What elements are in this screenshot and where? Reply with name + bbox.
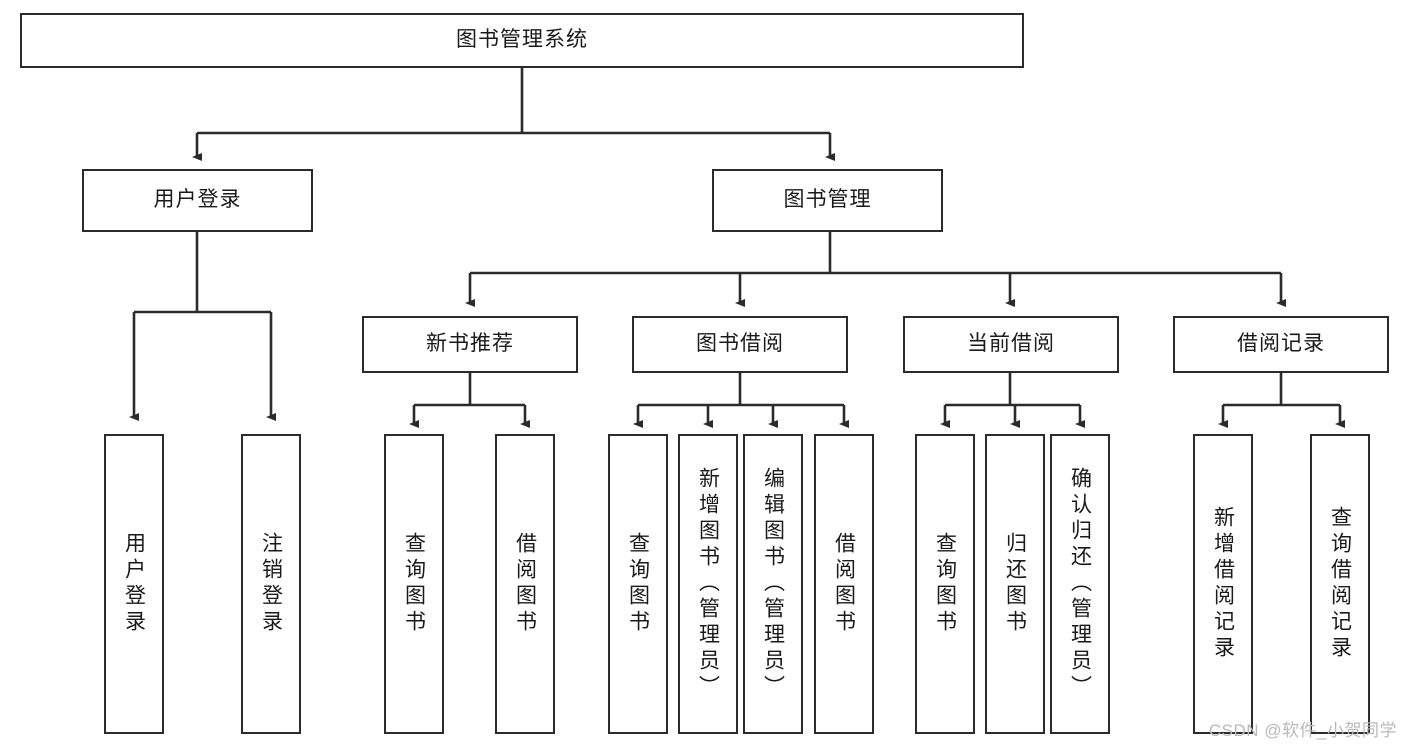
node-label: 注销登录 — [259, 532, 283, 636]
leaf-records-add-record[interactable]: 新增借阅记录 — [1193, 434, 1253, 734]
node-new-book-recommend[interactable]: 新书推荐 — [362, 316, 578, 373]
leaf-user-login-logout[interactable]: 注销登录 — [241, 434, 301, 734]
watermark: CSDN @软件_小贺同学 — [1208, 721, 1397, 740]
node-root-system[interactable]: 图书管理系统 — [20, 13, 1024, 68]
node-borrow-records[interactable]: 借阅记录 — [1173, 316, 1389, 373]
node-label: 图书管理 — [783, 188, 872, 212]
leaf-recommend-query-book[interactable]: 查询图书 — [384, 434, 444, 734]
leaf-current-confirm-return[interactable]: 确认归还（管理员） — [1050, 434, 1110, 734]
node-label: 确认归还（管理员） — [1068, 467, 1092, 701]
leaf-records-query-record[interactable]: 查询借阅记录 — [1310, 434, 1370, 734]
node-label: 借阅图书 — [513, 532, 537, 636]
node-book-borrow[interactable]: 图书借阅 — [632, 316, 848, 373]
node-label: 用户登录 — [122, 532, 146, 636]
node-label: 借阅记录 — [1237, 332, 1325, 356]
leaf-borrow-edit-book[interactable]: 编辑图书（管理员） — [743, 434, 803, 734]
node-label: 编辑图书（管理员） — [761, 467, 785, 701]
node-label: 查询图书 — [402, 532, 426, 636]
node-label: 查询借阅记录 — [1328, 506, 1352, 662]
node-label: 借阅图书 — [832, 532, 856, 636]
node-book-management[interactable]: 图书管理 — [712, 169, 943, 232]
node-label: 查询图书 — [933, 532, 957, 636]
leaf-borrow-borrow-book[interactable]: 借阅图书 — [814, 434, 874, 734]
leaf-recommend-borrow-book[interactable]: 借阅图书 — [495, 434, 555, 734]
node-current-borrow[interactable]: 当前借阅 — [903, 316, 1119, 373]
node-label: 新增借阅记录 — [1211, 506, 1235, 662]
node-label: 当前借阅 — [967, 332, 1055, 356]
leaf-borrow-query-book[interactable]: 查询图书 — [608, 434, 668, 734]
node-label: 归还图书 — [1003, 532, 1027, 636]
node-label: 图书借阅 — [696, 332, 784, 356]
leaf-user-login-signin[interactable]: 用户登录 — [104, 434, 164, 734]
node-user-login[interactable]: 用户登录 — [82, 169, 313, 232]
node-label: 图书管理系统 — [456, 28, 588, 52]
leaf-current-query-book[interactable]: 查询图书 — [915, 434, 975, 734]
node-label: 新增图书（管理员） — [696, 467, 720, 701]
leaf-borrow-add-book[interactable]: 新增图书（管理员） — [678, 434, 738, 734]
node-label: 新书推荐 — [426, 332, 514, 356]
node-label: 用户登录 — [153, 188, 242, 212]
node-label: 查询图书 — [626, 532, 650, 636]
leaf-current-return-book[interactable]: 归还图书 — [985, 434, 1045, 734]
